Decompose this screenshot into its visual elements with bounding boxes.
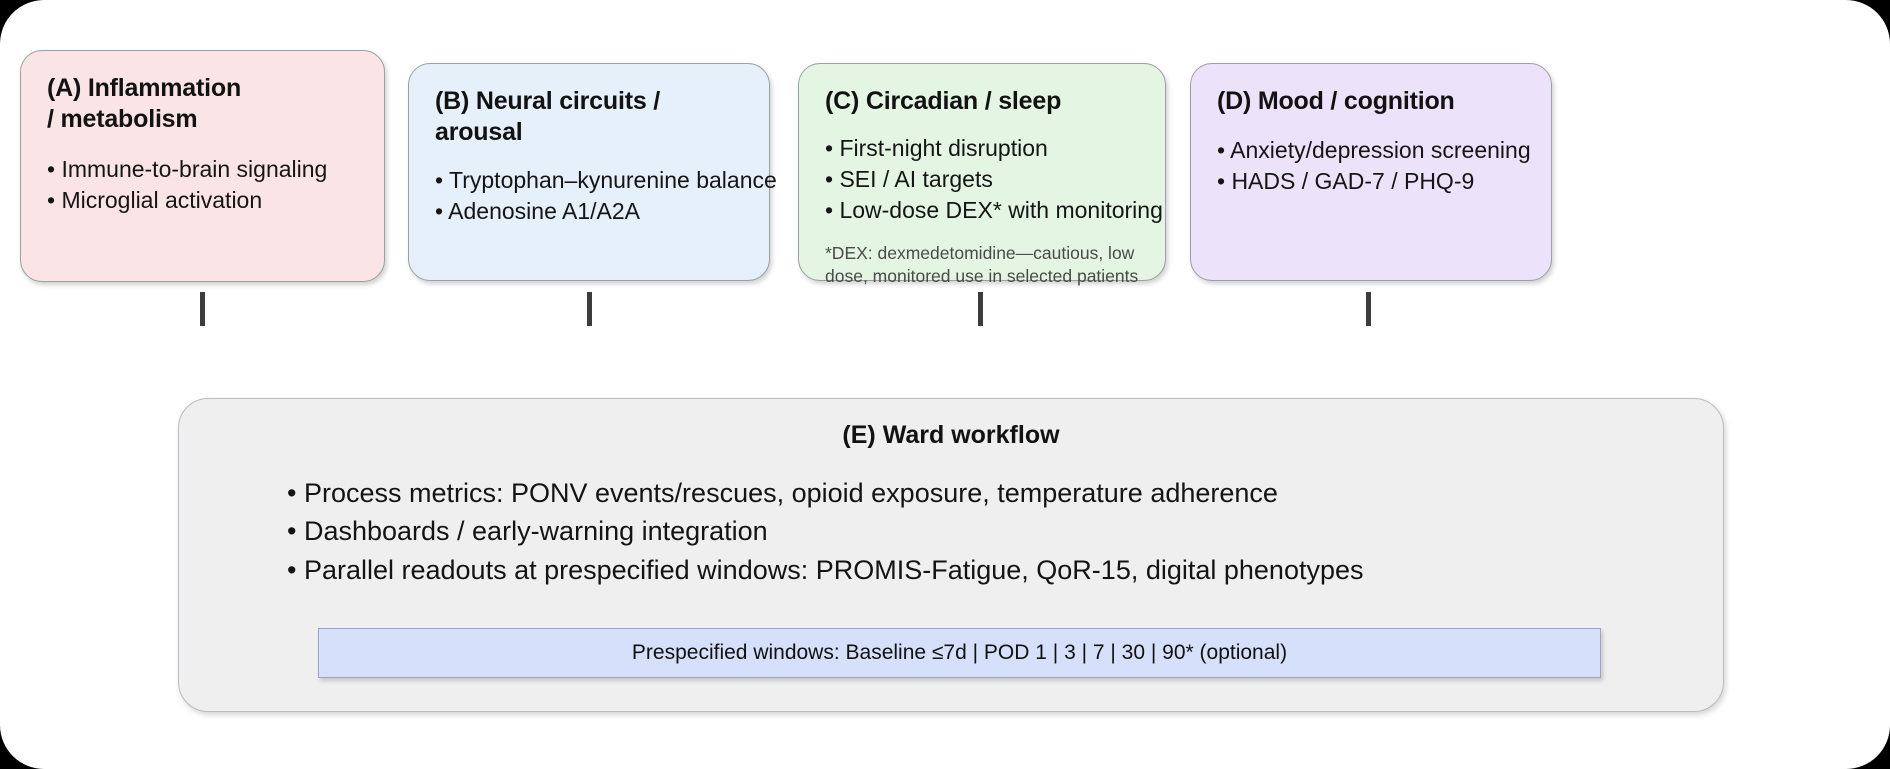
panel-c-bullet-2: • SEI / AI targets [825, 165, 993, 192]
prespecified-windows-bar[interactable]: Prespecified windows: Baseline ≤7d | POD… [318, 628, 1601, 678]
connector-panel-a-to-workflow [200, 292, 205, 326]
panel-e-title: (E) Ward workflow [842, 421, 1060, 449]
panel-e-bullet-2: • Dashboards / early-warning integration [287, 516, 768, 547]
panel-b-bullets: • Tryptophan–kynurenine balance • Adenos… [435, 165, 777, 227]
panel-c-bullet-3: • Low-dose DEX* with monitoring [825, 196, 1163, 223]
panel-c-bullet-1: • First-night disruption [825, 134, 1048, 161]
connector-panel-b-to-workflow [587, 292, 592, 326]
panel-e-bullets: • Process metrics: PONV events/rescues, … [219, 474, 1683, 589]
panel-b-title: (B) Neural circuits / arousal [435, 87, 661, 146]
panel-d-title: (D) Mood / cognition [1217, 87, 1455, 115]
panel-a-title-line2: / metabolism [47, 104, 198, 133]
panel-c-title: (C) Circadian / sleep [825, 87, 1062, 115]
connector-panel-c-to-workflow [978, 292, 983, 326]
panel-c-bullets: • First-night disruption • SEI / AI targ… [825, 133, 1163, 226]
panel-c-footnote: *DEX: dexmedetomidine—cautious, low dose… [825, 242, 1139, 286]
prespecified-windows-label: Prespecified windows: Baseline ≤7d | POD… [631, 641, 1288, 664]
panel-c-circadian-sleep[interactable]: (C) Circadian / sleep • First-night disr… [798, 63, 1166, 286]
panel-a-title-line1: (A) Inflammation [47, 74, 242, 102]
panel-a-inflammation-metabolism[interactable]: (A) Inflammation / metabolism • Immune-t… [20, 50, 385, 282]
panel-a-title: (A) Inflammation / metabolism [47, 73, 358, 134]
panel-a-bullet-2: • Microglial activation [47, 187, 263, 214]
panel-d-bullets: • Anxiety/depression screening • HADS / … [1217, 135, 1531, 197]
panel-b-bullet-1: • Tryptophan–kynurenine balance [435, 167, 777, 193]
connector-panel-d-to-workflow [1366, 292, 1371, 326]
panel-b-bullet-2: • Adenosine A1/A2A [435, 198, 640, 225]
panel-d-bullet-1: • Anxiety/depression screening [1217, 136, 1531, 163]
top-panel-row: (A) Inflammation / metabolism • Immune-t… [0, 0, 1890, 300]
panel-e-bullet-1: • Process metrics: PONV events/rescues, … [287, 478, 1278, 508]
panel-d-bullet-2: • HADS / GAD-7 / PHQ-9 [1217, 167, 1475, 194]
panel-e-bullet-3: • Parallel readouts at prespecified wind… [287, 554, 1364, 585]
panel-a-bullet-1: • Immune-to-brain signaling [47, 156, 328, 182]
panel-d-mood-cognition[interactable]: (D) Mood / cognition • Anxiety/depressio… [1190, 63, 1552, 281]
panel-b-neural-circuits-arousal[interactable]: (B) Neural circuits / arousal • Tryptoph… [408, 63, 777, 281]
panel-a-bullets: • Immune-to-brain signaling • Microglial… [47, 154, 358, 216]
